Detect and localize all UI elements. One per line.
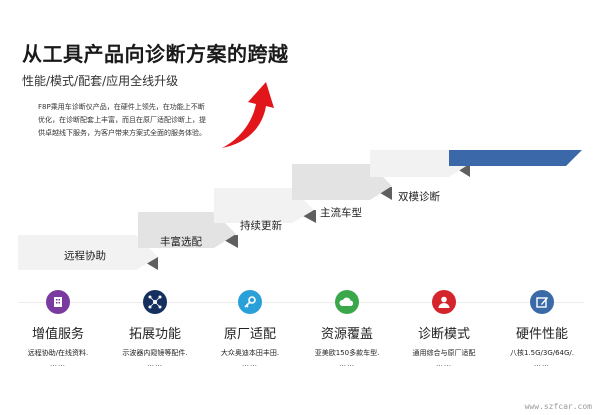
feature-dots: …… — [147, 360, 163, 368]
feature-dots: …… — [242, 360, 258, 368]
feature-title: 拓展功能 — [128, 327, 181, 342]
feature-desc: 八核1.5G/3G/64G/. — [509, 349, 575, 357]
feature-diagnostic-mode: 诊断模式 通用综合与原厂适配 …… — [396, 290, 492, 368]
feature-hardware: 硬件性能 八核1.5G/3G/64G/. …… — [494, 290, 590, 368]
user-icon — [432, 290, 456, 314]
key-icon — [238, 290, 262, 314]
step-block — [214, 188, 314, 223]
step-label: 远程协助 — [64, 250, 106, 262]
divider — [18, 302, 584, 303]
building-icon — [46, 290, 70, 314]
description-line: 供卓越线下服务，为客户带来方案式全面的服务体验。 — [38, 129, 206, 137]
feature-dots: …… — [50, 360, 66, 368]
feature-title: 增值服务 — [31, 327, 84, 342]
edit-icon — [530, 290, 554, 314]
description: F8P乘用车诊断仪产品，在硬件上领先，在功能上不断 优化，在诊断配套上丰富，而且… — [38, 101, 270, 140]
feature-desc: 亚美欧150多款车型. — [314, 349, 380, 357]
cloud-icon — [335, 290, 359, 314]
feature-desc: 大众奥迪本田丰田. — [220, 349, 280, 357]
feature-title: 资源覆盖 — [320, 327, 373, 342]
feature-desc: 远程协助/在线资料. — [27, 349, 89, 357]
watermark: www.szfcar.com — [524, 402, 592, 411]
feature-desc: 示波器内窥镜等配件. — [122, 349, 188, 357]
step-block — [292, 164, 392, 200]
step-block — [370, 150, 471, 177]
step-block — [18, 235, 158, 270]
step-label: 丰富选配 — [160, 236, 202, 248]
feature-title: 原厂适配 — [223, 327, 276, 342]
feature-desc: 通用综合与原厂适配 — [412, 349, 476, 357]
description-line: F8P乘用车诊断仪产品，在硬件上领先，在功能上不断 — [38, 103, 205, 111]
staircase — [18, 150, 582, 270]
feature-value-added: 增值服务 远程协助/在线资料. …… — [10, 290, 106, 368]
step-label: 持续更新 — [240, 220, 282, 232]
feature-resource-coverage: 资源覆盖 亚美欧150多款车型. …… — [299, 290, 395, 368]
step-label: 双模诊断 — [398, 191, 440, 203]
feature-dots: …… — [534, 360, 550, 368]
red-arrow-icon — [222, 82, 274, 148]
step-label: 主流车型 — [320, 207, 362, 219]
network-icon — [143, 290, 167, 314]
feature-dots: …… — [339, 360, 355, 368]
feature-oem-adapt: 原厂适配 大众奥迪本田丰田. …… — [202, 290, 298, 368]
step-label-final: 八核新锐 — [490, 177, 534, 190]
page-subtitle: 性能/模式/配套/应用全线升级 — [22, 74, 179, 88]
step-block — [138, 212, 236, 248]
step-block-final — [449, 150, 582, 166]
description-line: 优化，在诊断配套上丰富，而且在原厂适配诊断上，提 — [38, 116, 206, 124]
page-title: 从工具产品向诊断方案的跨越 — [22, 42, 289, 66]
feature-title: 硬件性能 — [515, 327, 568, 342]
feature-dots: …… — [436, 360, 452, 368]
feature-title: 诊断模式 — [417, 327, 470, 342]
feature-extension: 拓展功能 示波器内窥镜等配件. …… — [107, 290, 203, 368]
